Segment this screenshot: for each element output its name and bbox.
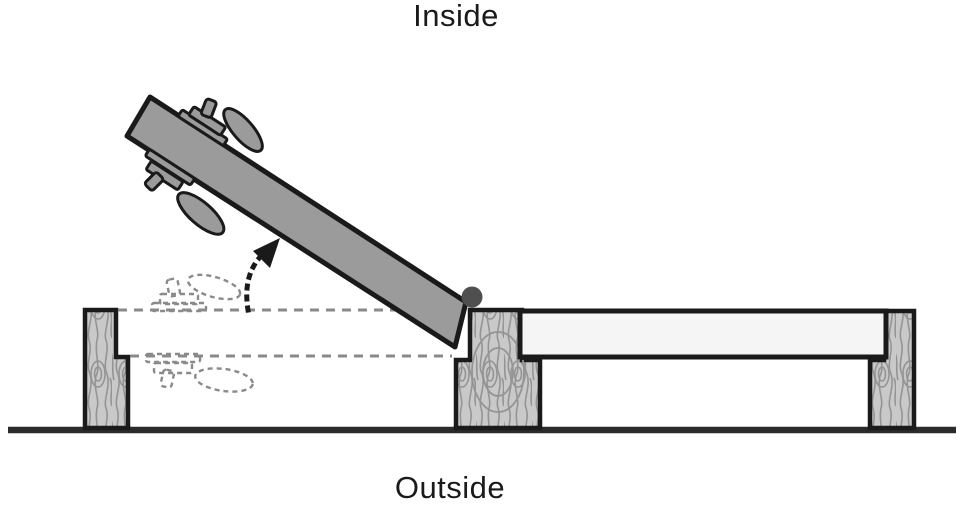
sash-panel bbox=[124, 94, 469, 350]
tilting-sash bbox=[124, 80, 469, 350]
center-jamb-cathedral-grain bbox=[471, 331, 525, 413]
ghost-latch-bottom bbox=[144, 352, 256, 397]
inside-label: Inside bbox=[413, 0, 499, 33]
ghost-latch-top-shape bbox=[150, 268, 244, 313]
tilt-arrow-arc bbox=[244, 252, 265, 313]
tilt-arrow-head-icon bbox=[253, 238, 280, 268]
right-jamb-cross-section bbox=[867, 308, 917, 431]
fixed-sash-panel bbox=[517, 308, 889, 360]
ghost-latch-top bbox=[150, 268, 244, 313]
tilt-motion-arrow bbox=[244, 238, 280, 313]
pivot-point-dot bbox=[461, 286, 483, 308]
ghost-latch-bottom-shape bbox=[144, 352, 256, 397]
outside-label: Outside bbox=[394, 470, 506, 505]
left-jamb-cross-section bbox=[82, 307, 131, 431]
